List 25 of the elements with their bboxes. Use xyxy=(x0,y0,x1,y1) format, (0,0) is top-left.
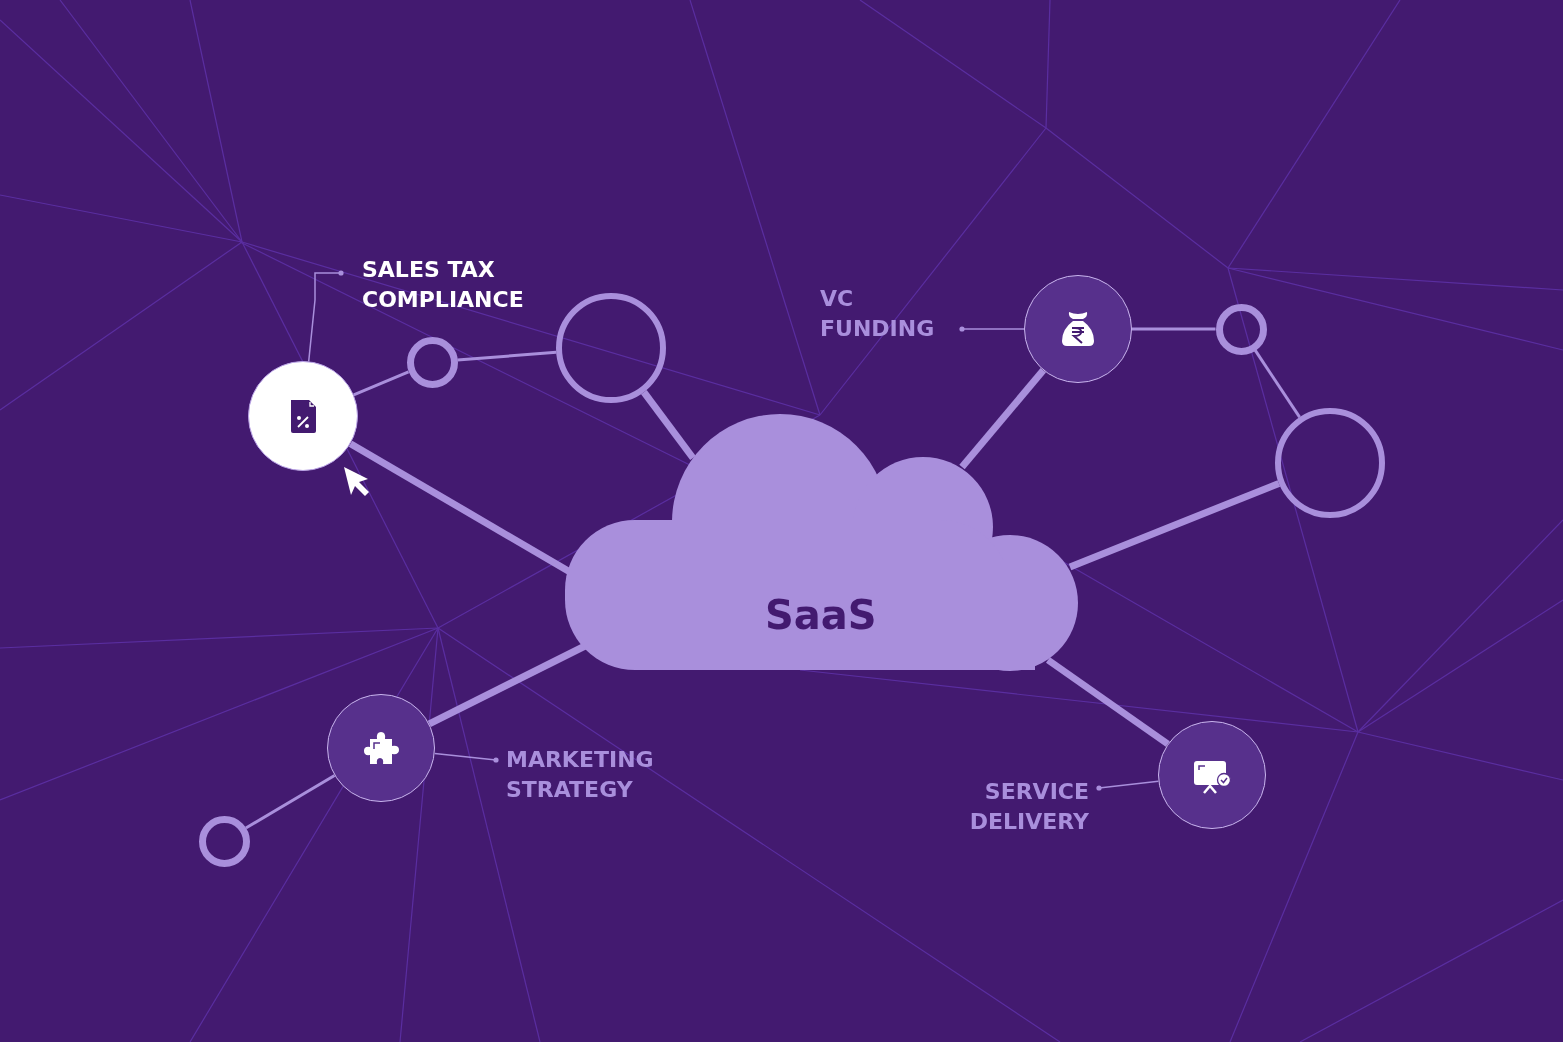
leader-line xyxy=(433,752,499,763)
ring-circle xyxy=(1215,303,1267,355)
connector-line xyxy=(348,440,572,576)
topic-label: SALES TAX COMPLIANCE xyxy=(362,256,525,314)
topic-label: MARKETING STRATEGY xyxy=(506,746,655,804)
connector-line xyxy=(641,390,696,461)
ring-circle xyxy=(406,336,458,388)
connector-line xyxy=(1068,480,1281,571)
connector-line xyxy=(1253,349,1301,419)
topic-label: VC FUNDING xyxy=(820,285,936,343)
connector-line xyxy=(1132,327,1216,331)
connector-line xyxy=(427,642,587,728)
leader-line xyxy=(1096,780,1160,791)
topic-label: SERVICE DELIVERY xyxy=(968,778,1089,836)
ring-circle xyxy=(556,293,666,403)
connector-line xyxy=(353,370,410,397)
leader-line xyxy=(959,326,1025,332)
cloud-label: SaaS xyxy=(765,592,877,638)
connector-line xyxy=(1046,657,1170,747)
ring-circle xyxy=(198,815,250,867)
connector-line xyxy=(457,350,557,362)
connector-line xyxy=(245,774,336,830)
ring-circle xyxy=(1275,408,1385,518)
connector-line xyxy=(959,368,1046,470)
leader-line xyxy=(307,270,344,363)
